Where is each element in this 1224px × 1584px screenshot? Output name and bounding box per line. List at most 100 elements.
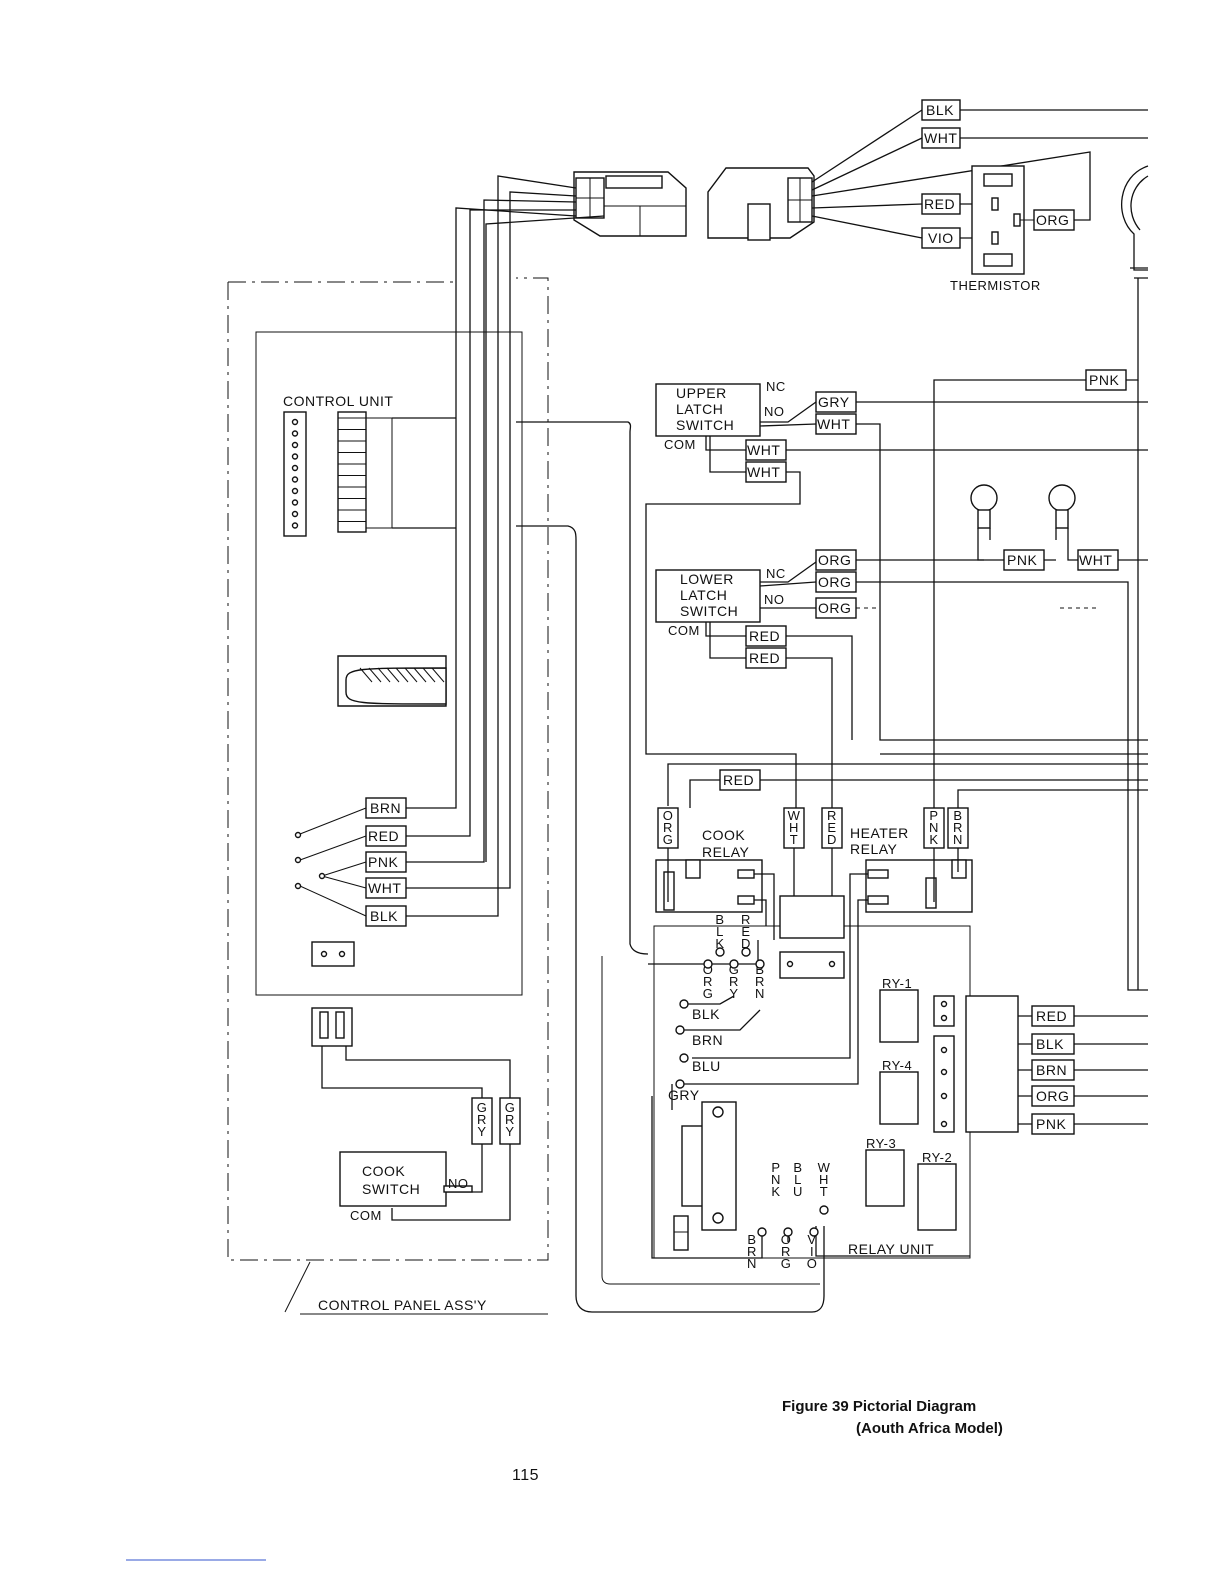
- relay-label-ry2: RY-2: [922, 1150, 952, 1165]
- wire-label-vio-thermistor: VIO: [921, 227, 961, 249]
- wire-label-text: BLK: [926, 102, 954, 118]
- heater-relay: [684, 848, 973, 1085]
- wire-label-red-lower-1: RED: [745, 625, 787, 647]
- cook-switch-line-2: SWITCH: [362, 1181, 420, 1197]
- oven-lamp-icon: [970, 484, 1004, 561]
- hatch-line: [359, 667, 373, 683]
- wire-label-wht-com-2: WHT: [745, 461, 787, 483]
- upper-latch-nc: NC: [766, 379, 786, 394]
- wire-label-text: ORG: [1036, 1088, 1069, 1104]
- wire-label-text: ORG: [1036, 212, 1069, 228]
- right-connector-wires: [1018, 380, 1148, 1125]
- wire-label-text: RED: [723, 772, 754, 788]
- relay-label-ry3: RY-3: [866, 1136, 896, 1151]
- upper-latch-line-2: LATCH: [676, 401, 723, 417]
- lower-latch-nc: NC: [766, 566, 786, 581]
- relay-red-wire: [689, 779, 720, 808]
- thermistor-label: THERMISTOR: [950, 278, 1041, 293]
- wire-label-org-thermistor: ORG: [1033, 209, 1075, 231]
- figure-subtitle: (Aouth Africa Model): [856, 1420, 1003, 1437]
- relay-pin-terminals: [675, 947, 765, 1089]
- connector-pin: [291, 441, 299, 449]
- panel-terminals: [294, 807, 367, 967]
- upper-latch-line-1: UPPER: [676, 385, 727, 401]
- wire-label-text: BLK: [1036, 1036, 1064, 1052]
- pnk-wire: [933, 379, 1086, 808]
- wire-label-wht-lamp: WHT: [1077, 549, 1119, 571]
- control-panel-boundary: [227, 277, 549, 1315]
- connector-pin: [291, 487, 299, 495]
- relay-side-blu: BLU: [692, 1058, 721, 1074]
- hatch-line: [431, 667, 445, 683]
- lower-latch-no: NO: [764, 592, 785, 607]
- wire-label-text: PNK: [1007, 552, 1037, 568]
- lower-latch-switch[interactable]: LOWER LATCH SWITCH: [655, 569, 761, 623]
- relay-bottom-terminals: [757, 1205, 829, 1237]
- wire-label-text: VIO: [928, 230, 954, 246]
- top-connector-left: [573, 171, 687, 237]
- hatch-line: [386, 667, 400, 683]
- wire-label-org-lower-1: ORG: [815, 549, 857, 571]
- connector-pin: [291, 476, 299, 483]
- panel-wire-pnk: PNK: [365, 851, 407, 873]
- wire-label-text: WHT: [817, 416, 850, 432]
- connector-pin: [291, 453, 299, 460]
- relay-label-ry4: RY-4: [882, 1058, 912, 1073]
- upper-latch-switch[interactable]: UPPER LATCH SWITCH: [655, 383, 761, 437]
- wire-label-red-relay: RED: [719, 769, 761, 791]
- heater-relay-line-1: HEATER: [850, 825, 909, 841]
- relay-unit-label: RELAY UNIT: [848, 1241, 934, 1257]
- thermistor-harness: [811, 109, 1148, 239]
- wire-label-text: GRY: [818, 394, 850, 410]
- wire-label-text: BRN: [370, 800, 401, 816]
- cook-switch[interactable]: COOK SWITCH: [339, 1151, 473, 1207]
- wire-label-blk-top: BLK: [921, 99, 961, 121]
- wire-label-text: WHT: [1079, 552, 1112, 568]
- control-panel-label: CONTROL PANEL ASS'Y: [318, 1297, 487, 1313]
- panel-wire-brn: BRN: [365, 797, 407, 819]
- wire-label-text: BLK: [370, 908, 398, 924]
- hatch-line: [368, 667, 382, 683]
- hatch-line: [404, 667, 418, 683]
- wire-label-text: WHT: [747, 464, 780, 480]
- wire-label-red-right: RED: [1031, 1005, 1075, 1027]
- lower-latch-wiring: [705, 559, 1148, 991]
- hatch-line: [377, 667, 391, 683]
- lower-latch-line-3: SWITCH: [680, 603, 738, 619]
- cook-switch-com: COM: [350, 1208, 382, 1223]
- wire-label-text: RED: [368, 828, 399, 844]
- wire-label-blk-right: BLK: [1031, 1033, 1075, 1055]
- wire-label-text: ORG: [818, 552, 851, 568]
- wire-label-text: WHT: [747, 442, 780, 458]
- wire-label-text: PNK: [1089, 372, 1119, 388]
- connector-pin: [291, 430, 299, 437]
- connector-pin: [291, 522, 299, 529]
- connector-pin: [291, 499, 299, 506]
- lower-latch-line-2: LATCH: [680, 587, 727, 603]
- connector-pin: [291, 510, 299, 518]
- upper-latch-com: COM: [664, 437, 696, 452]
- wire-label-text: WHT: [924, 130, 957, 146]
- top-connector-right: [707, 167, 815, 241]
- panel-harness: [392, 175, 605, 917]
- upper-latch-no: NO: [764, 404, 785, 419]
- figure-title: Figure 39 Pictorial Diagram: [782, 1398, 976, 1415]
- lower-latch-com: COM: [668, 623, 700, 638]
- wire-label-text: ORG: [818, 574, 851, 590]
